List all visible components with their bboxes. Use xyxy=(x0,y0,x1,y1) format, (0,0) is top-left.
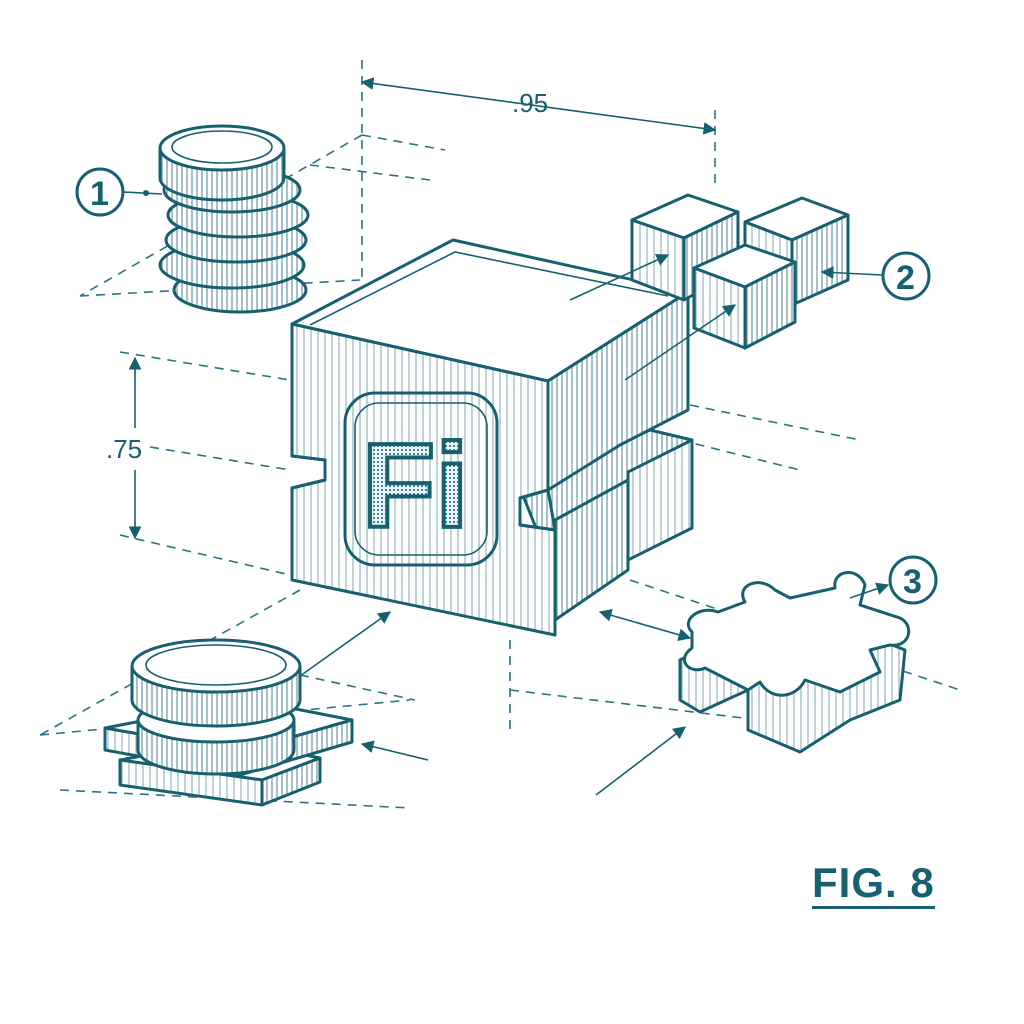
svg-text:2: 2 xyxy=(896,259,915,297)
dimension-height-label: .75 xyxy=(106,434,142,464)
callout-2: 2 xyxy=(820,251,931,301)
callout-3: 3 xyxy=(849,555,938,605)
svg-text:3: 3 xyxy=(903,563,922,601)
coin-on-base xyxy=(103,611,429,807)
callout-1: 1 xyxy=(75,167,163,217)
coin-stack xyxy=(158,124,310,314)
main-block: Fi xyxy=(290,238,694,637)
dimension-width-label: .95 xyxy=(512,88,548,118)
figure-label: FIG. 8 xyxy=(812,862,935,909)
dimension-width: .95 xyxy=(360,77,717,135)
svg-text:1: 1 xyxy=(90,175,109,213)
small-cubes xyxy=(569,193,850,381)
fi-logo-text: Fi xyxy=(362,419,469,553)
puzzle-piece xyxy=(595,571,911,796)
dimension-height: .75 xyxy=(106,356,142,540)
fi-logo xyxy=(343,391,499,567)
